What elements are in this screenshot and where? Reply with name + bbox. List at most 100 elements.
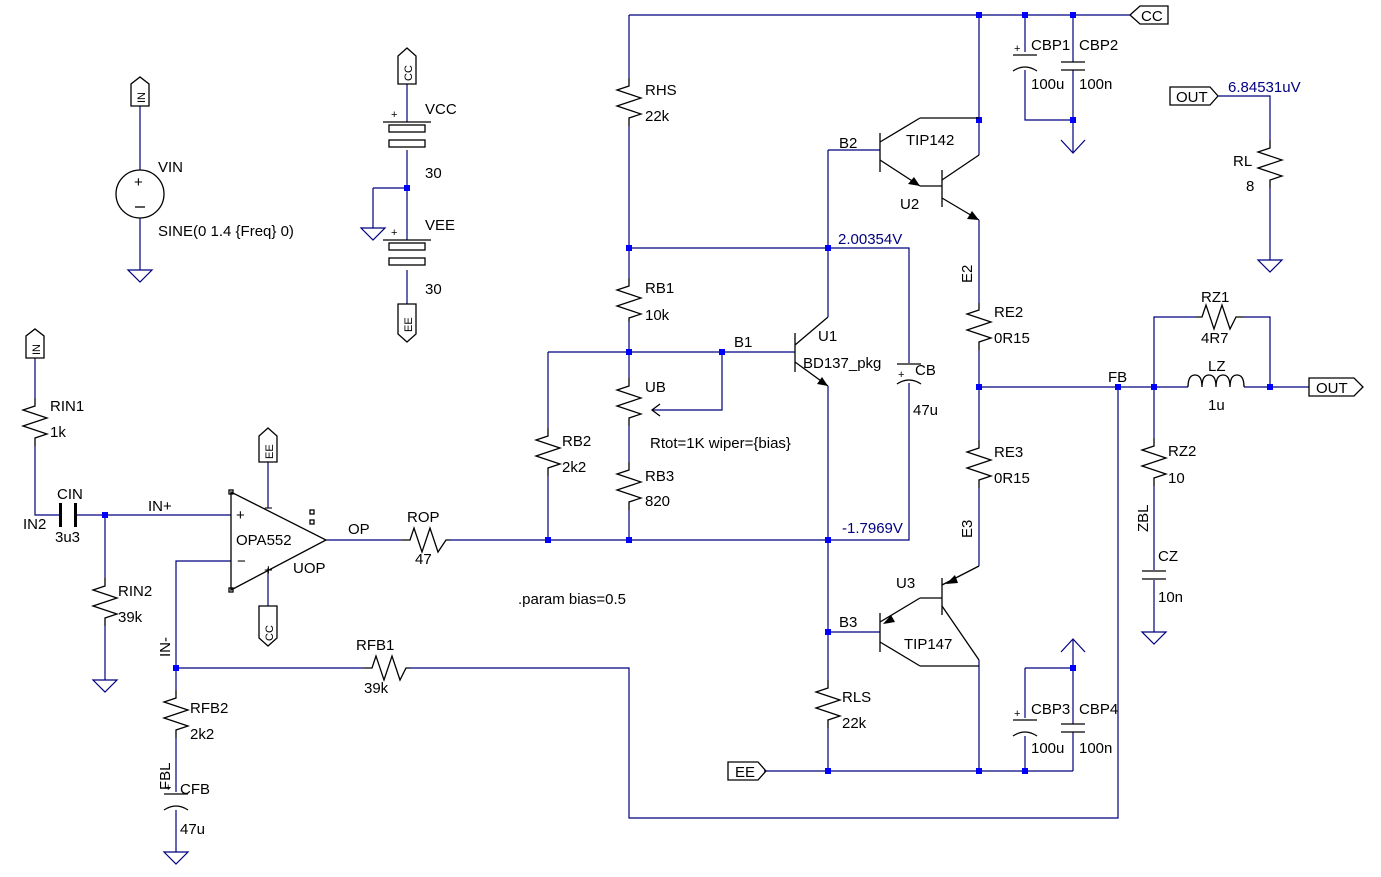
junction [719, 349, 725, 355]
rb2-value: 2k2 [562, 459, 586, 476]
re2-symbol [964, 303, 994, 350]
port-flags: IN IN CC CC EE EE CC EE OUT OUT [25, 5, 1364, 781]
port-ee-label: EE [264, 444, 276, 459]
cin-plate [74, 503, 77, 527]
re3-name: RE3 [994, 444, 1023, 461]
port-cc-label: CC [403, 65, 415, 81]
port-ee-label: EE [403, 317, 415, 332]
voltage-out-node: 6.84531uV [1228, 79, 1301, 96]
rb3-value: 820 [645, 493, 670, 510]
rb2-symbol [533, 428, 563, 476]
cz-name: CZ [1158, 548, 1178, 565]
cfb-plate [163, 805, 189, 811]
rls-value: 22k [842, 715, 867, 732]
junction [1022, 768, 1028, 774]
lz-name: LZ [1208, 358, 1226, 375]
lz-value: 1u [1208, 397, 1225, 414]
rin1-symbol [20, 398, 50, 446]
junction [976, 384, 982, 390]
junction [1022, 12, 1028, 18]
battery-vcc: + [383, 109, 431, 148]
rop-name: ROP [407, 509, 440, 526]
labels: VIN SINE(0 1.4 {Freq} 0) VCC 30 VEE 30 R… [23, 37, 1301, 838]
rls-symbol [813, 680, 843, 728]
transistor-u3 [879, 565, 980, 667]
rb3-name: RB3 [645, 468, 674, 485]
lz-symbol [1187, 374, 1245, 388]
rin2-value: 39k [118, 609, 143, 626]
rfb1-name: RFB1 [356, 637, 394, 654]
u1-name: U1 [818, 328, 837, 345]
cbp3-plus: + [1014, 708, 1020, 720]
opamp-symbol: + − − + [228, 489, 328, 593]
cfb-name: CFB [180, 781, 210, 798]
port-in-flag [130, 76, 150, 107]
rop-value: 47 [415, 551, 432, 568]
svg-text:−: − [237, 553, 246, 570]
junction [825, 245, 831, 251]
junction [1115, 384, 1121, 390]
port-cc-flag [1129, 5, 1169, 25]
vin-source-symbol: + [115, 169, 165, 219]
ground-symbol [91, 679, 119, 693]
ub-value: Rtot=1K wiper={bias} [650, 435, 791, 452]
re3-symbol [964, 440, 994, 488]
ground-symbol [126, 269, 154, 283]
port-cc-label: CC [264, 625, 276, 641]
rfb2-name: RFB2 [190, 700, 228, 717]
voltage-op-node: -1.7969V [842, 520, 903, 537]
junction [1070, 117, 1076, 123]
cbp1-plus: + [1014, 43, 1020, 55]
vcc-name: VCC [425, 101, 457, 118]
svg-text:+: + [134, 174, 143, 191]
net-e3: E3 [959, 520, 976, 538]
cbp1-plate [1012, 66, 1038, 72]
cbp1-value: 100u [1031, 76, 1064, 93]
transistor-u2 [879, 117, 980, 221]
rb1-symbol [614, 278, 644, 322]
net-fbl: FBL [157, 762, 174, 790]
param-directive: .param bias=0.5 [518, 591, 626, 608]
rfb1-value: 39k [364, 680, 389, 697]
net-b3: B3 [839, 614, 857, 631]
u2-value: TIP142 [906, 132, 954, 149]
ground-symbol [1060, 638, 1086, 653]
rls-name: RLS [842, 689, 871, 706]
cb-plate [896, 379, 922, 385]
rin1-value: 1k [50, 424, 66, 441]
rl-value: 8 [1246, 178, 1254, 195]
rz2-value: 10 [1168, 470, 1185, 487]
svg-text:+: + [391, 227, 397, 239]
rz2-name: RZ2 [1168, 443, 1196, 460]
rl-name: RL [1233, 153, 1252, 170]
vcc-value: 30 [425, 165, 442, 182]
rz1-symbol [1196, 302, 1243, 332]
vee-value: 30 [425, 281, 442, 298]
net-zbl: ZBL [1135, 504, 1152, 532]
rhs-value: 22k [645, 108, 670, 125]
rz1-value: 4R7 [1201, 330, 1229, 347]
port-in-flag [25, 328, 45, 359]
cbp4-value: 100n [1079, 740, 1112, 757]
port-out-label: OUT [1176, 89, 1208, 106]
junction [545, 537, 551, 543]
cin-value: 3u3 [55, 529, 80, 546]
re3-value: 0R15 [994, 470, 1030, 487]
voltage-b2-node: 2.00354V [838, 231, 902, 248]
port-out-flag [1308, 377, 1364, 397]
rfb2-symbol [161, 690, 191, 738]
rin1-name: RIN1 [50, 398, 84, 415]
net-in2: IN2 [23, 516, 46, 533]
ground-symbol [359, 227, 387, 241]
u3-value: TIP147 [904, 636, 952, 653]
junction [976, 117, 982, 123]
cb-name: CB [915, 362, 936, 379]
port-out-label: OUT [1316, 380, 1348, 397]
junction [626, 537, 632, 543]
port-ee-label: EE [735, 764, 755, 781]
cbp2-value: 100n [1079, 76, 1112, 93]
wires [34, 14, 1309, 852]
junction [976, 768, 982, 774]
port-cc-flag [258, 605, 278, 647]
